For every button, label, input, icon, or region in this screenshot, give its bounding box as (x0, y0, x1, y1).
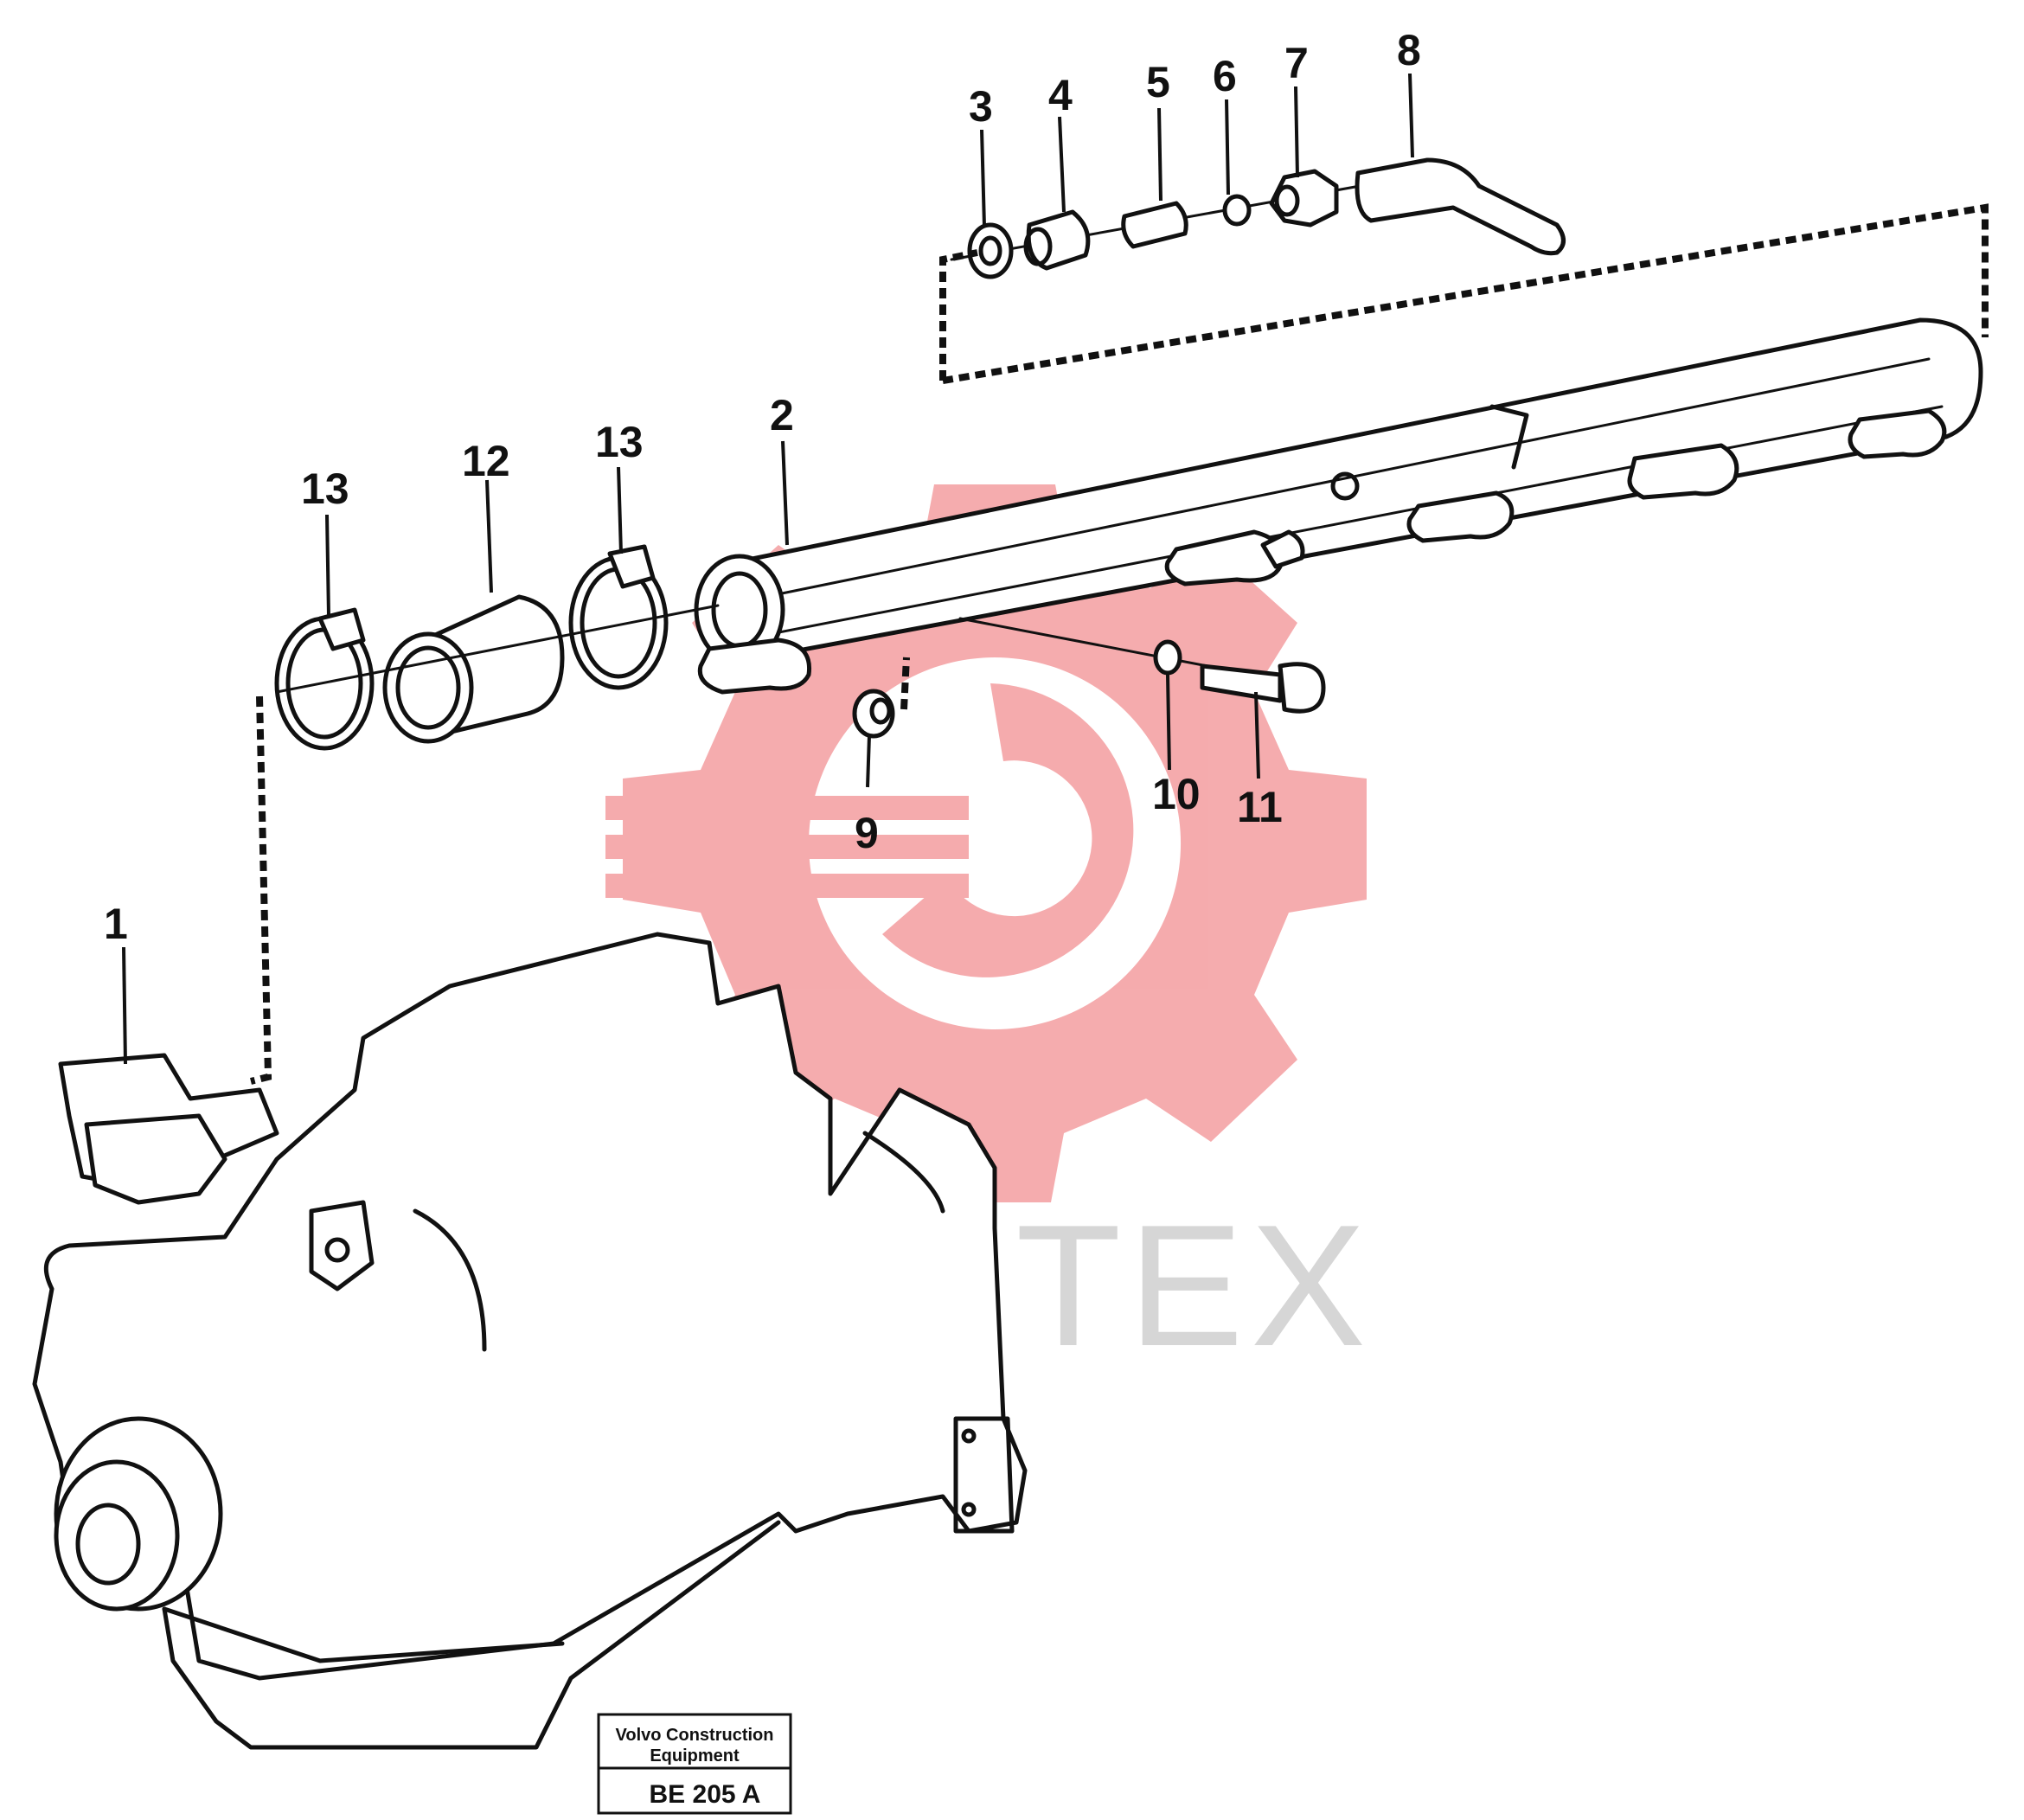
callout-4: 4 (1048, 71, 1073, 119)
callout-10: 10 (1152, 770, 1201, 818)
hose-clamp-right (568, 544, 669, 690)
hose-sleeve (382, 594, 565, 744)
callout-11: 11 (1237, 783, 1283, 831)
callout-3: 3 (969, 82, 993, 131)
nipple-5 (1121, 201, 1188, 249)
title-block-drawing-code: BE 205 A (650, 1780, 761, 1809)
pipe-8 (1355, 157, 1566, 256)
callout-13-left: 13 (301, 465, 349, 513)
watermark-stripe (605, 874, 969, 898)
callout-1: 1 (104, 900, 128, 948)
title-block: Volvo Construction Equipment BE 205 A (597, 1713, 792, 1815)
fitting-assembly (950, 157, 1566, 279)
dashed-assembly-line-pipe-end (942, 203, 1989, 384)
mounting-hardware (852, 617, 1326, 739)
bolt-11 (1200, 663, 1283, 703)
callout-6: 6 (1213, 52, 1237, 100)
callout-7: 7 (1284, 39, 1309, 87)
nut-7 (1269, 169, 1339, 228)
hose-clamp-left (274, 607, 375, 751)
leader-lines (122, 73, 1414, 1065)
dashed-assembly-line-spacer (900, 657, 910, 710)
watermark-wrench (882, 683, 1134, 977)
callout-12: 12 (462, 437, 510, 485)
washer-10 (1153, 639, 1182, 676)
callout-5: 5 (1146, 58, 1170, 106)
engine-block (32, 932, 1028, 1750)
callout-13-right: 13 (595, 418, 644, 466)
callout-2: 2 (770, 391, 794, 439)
callout-8: 8 (1397, 26, 1421, 74)
callout-9: 9 (855, 809, 879, 857)
fuel-gallery-pipe (694, 317, 1983, 695)
sleeve-6 (1222, 194, 1252, 227)
title-block-company-line2: Equipment (650, 1746, 740, 1766)
dashed-assembly-line-fitting (939, 249, 978, 381)
dashed-assembly-line-engine (250, 695, 272, 1085)
watermark-stripe (605, 796, 969, 820)
adapter-4 (1026, 209, 1091, 271)
title-block-company-line1: Volvo Construction (616, 1726, 774, 1745)
callout-labels: 1 2 3 4 5 6 7 8 9 10 11 12 13 13 (104, 26, 1421, 948)
watermark-stripe (605, 835, 969, 859)
